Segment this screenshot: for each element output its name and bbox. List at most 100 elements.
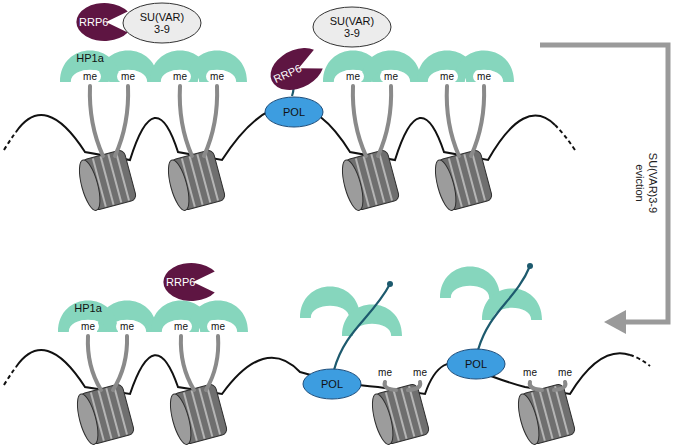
arrow-head xyxy=(604,310,626,334)
nucleosome-face xyxy=(75,158,104,212)
histone-tail xyxy=(447,86,459,156)
histone-tail xyxy=(353,86,366,156)
nucleosome-face xyxy=(368,392,397,446)
dna-dashed-end xyxy=(4,132,16,150)
histone-tail xyxy=(378,86,391,156)
histone-tail xyxy=(408,382,420,390)
methyl-mark: me xyxy=(77,320,99,333)
suvar39-enzyme: SU(VAR) 3-9 xyxy=(122,2,202,44)
rna-strand xyxy=(478,266,530,350)
rna-strand xyxy=(334,284,390,370)
histone-tail xyxy=(113,336,127,390)
histone-tails xyxy=(88,86,566,390)
node-label: SU(VAR) 3-9 xyxy=(328,6,376,39)
nucleosome-face xyxy=(166,392,195,446)
arrow-label: SU(VAR)3-9 eviction xyxy=(632,141,660,225)
histone-tail xyxy=(554,382,565,390)
methyl-mark: me xyxy=(473,70,495,83)
rna-polymerase: POL xyxy=(302,368,362,400)
nucleosome-stripe xyxy=(379,152,392,200)
nucleosome xyxy=(338,149,400,212)
nucleosome-face xyxy=(164,158,193,212)
histone-tail xyxy=(204,86,217,156)
histone-tail xyxy=(88,336,101,390)
methyl-mark: me xyxy=(170,320,192,333)
rrp6-exosome: RRP6 xyxy=(73,2,131,42)
ellipse-outline xyxy=(447,349,505,379)
rrp6-exosome: RRP6 xyxy=(260,40,329,101)
histone-tail xyxy=(180,86,192,156)
hp1a-protein xyxy=(188,301,248,333)
nucleosome xyxy=(431,149,493,212)
nucleosome-stripe xyxy=(205,152,218,200)
histone-tail xyxy=(181,336,194,390)
suvar39-enzyme: SU(VAR) 3-9 xyxy=(312,6,392,48)
histone-tail xyxy=(90,86,103,156)
methyl-mark: me xyxy=(206,70,228,83)
nucleosome-stripe xyxy=(409,386,422,434)
node-label: RRP6 xyxy=(73,2,131,28)
hp1a-protein-released xyxy=(440,267,500,299)
node-label: POL xyxy=(446,348,506,370)
node-label: POL xyxy=(302,368,362,390)
histone-tail xyxy=(471,86,484,156)
node-label: SU(VAR) 3-9 xyxy=(138,2,186,35)
methyl-mark: me xyxy=(207,320,229,333)
ellipse-outline xyxy=(303,369,361,399)
methyl-mark: me xyxy=(116,320,138,333)
nucleosome-face xyxy=(73,392,102,446)
nucleosome xyxy=(75,149,137,212)
rna-transcripts xyxy=(284,74,533,370)
nucleosome-face xyxy=(338,158,367,212)
histone-tail xyxy=(385,382,396,390)
dna-dashed-end xyxy=(555,125,575,150)
methyl-mark: me xyxy=(374,366,396,379)
methyl-mark: me xyxy=(169,70,191,83)
dna-dashed-end xyxy=(4,367,16,385)
methyl-mark: me xyxy=(436,70,458,83)
methyl-mark: me xyxy=(79,70,101,83)
nucleosome-stripe xyxy=(114,386,127,434)
hp1a-proteins xyxy=(97,51,542,337)
nucleosome xyxy=(514,383,576,446)
node-label: HP1a xyxy=(58,296,118,314)
nucleosome-stripe xyxy=(472,152,485,200)
rna-polymerase: POL xyxy=(264,96,324,128)
nucleosome xyxy=(164,149,226,212)
nucleosome-face xyxy=(431,158,460,212)
histone-tail xyxy=(206,336,218,390)
methyl-mark: me xyxy=(380,70,402,83)
rrp6-exosome: RRP6 xyxy=(160,262,218,302)
nucleosome-stripe xyxy=(207,386,220,434)
histone-tail xyxy=(530,382,542,390)
ellipse-outline xyxy=(265,97,323,127)
node-label: POL xyxy=(264,96,324,118)
methyl-mark: me xyxy=(409,366,431,379)
nucleosome-face xyxy=(514,392,543,446)
nucleosome-stripe xyxy=(116,152,129,200)
methyl-mark: me xyxy=(117,70,139,83)
ellipse-outline xyxy=(123,3,201,43)
ellipse-outline xyxy=(313,7,391,47)
nucleosome xyxy=(73,383,135,446)
hp1a-protein-released xyxy=(482,289,542,321)
hp1a-protein xyxy=(187,51,247,83)
transition-arrow xyxy=(540,45,668,334)
nucleosomes xyxy=(73,149,576,446)
hp1a-protein xyxy=(361,51,421,83)
rna-polymerase: POL xyxy=(446,348,506,380)
rna-cap xyxy=(527,263,533,269)
methyl-mark: me xyxy=(342,70,364,83)
rna-cap xyxy=(387,281,393,287)
dna-dashed-end xyxy=(630,355,650,366)
histone-tail xyxy=(115,86,128,156)
nucleosome-stripe xyxy=(555,386,568,434)
methyl-mark: me xyxy=(519,366,541,379)
methyl-mark: me xyxy=(554,366,576,379)
node-label: RRP6 xyxy=(160,262,218,288)
hp1a-protein xyxy=(454,51,514,83)
node-label: HP1a xyxy=(60,46,120,64)
nucleosome xyxy=(166,383,228,446)
nucleosome xyxy=(368,383,430,446)
